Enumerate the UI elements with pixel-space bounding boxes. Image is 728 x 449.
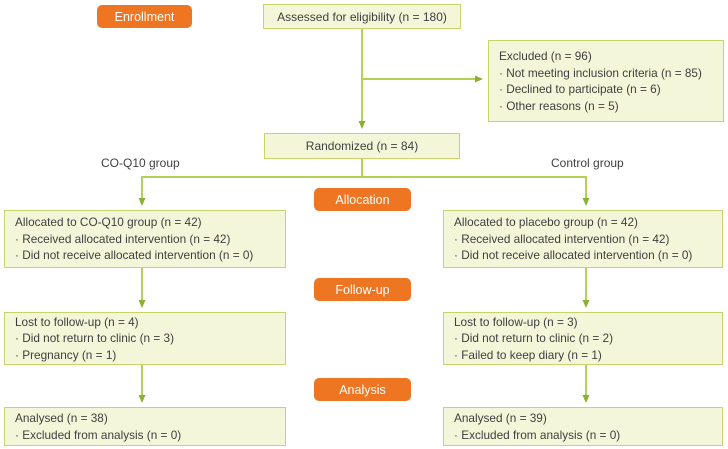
box-item: · Received allocated intervention (n = 4… — [15, 231, 231, 246]
box-item: · Other reasons (n = 5) — [499, 98, 619, 113]
box-title: Excluded (n = 96) — [499, 49, 592, 63]
box-title: Randomized (n = 84) — [305, 139, 419, 153]
allocation-badge: Allocation — [314, 188, 411, 211]
analysis-badge-label: Analysis — [339, 382, 386, 397]
enrollment-badge: Enrollment — [97, 5, 192, 28]
allocated-coq10-box: Allocated to CO-Q10 group (n = 42) · Rec… — [4, 210, 286, 268]
enrollment-badge-label: Enrollment — [114, 9, 175, 24]
box-item: · Declined to participate (n = 6) — [499, 82, 661, 96]
randomized-box: Randomized (n = 84) — [264, 133, 460, 159]
box-title: Lost to follow-up (n = 4) — [15, 314, 139, 329]
box-title: Allocated to CO-Q10 group (n = 42) — [15, 215, 202, 230]
analysis-badge: Analysis — [314, 378, 411, 401]
box-title: Lost to follow-up (n = 3) — [454, 314, 578, 329]
assessed-for-eligibility-box: Assessed for eligibility (n = 180) — [263, 4, 461, 29]
box-item: · Not meeting inclusion criteria (n = 85… — [499, 65, 702, 80]
box-item: · Did not receive allocated intervention… — [15, 248, 254, 263]
excluded-box: Excluded (n = 96) · Not meeting inclusio… — [488, 40, 724, 122]
box-item: · Excluded from analysis (n = 0) — [454, 427, 621, 442]
control-group-label: Control group — [551, 156, 624, 170]
box-title: Analysed (n = 39) — [454, 411, 547, 425]
box-item: · Did not return to clinic (n = 2) — [454, 331, 613, 346]
box-item: · Pregnancy (n = 1) — [15, 347, 117, 362]
box-title: Assessed for eligibility (n = 180) — [277, 9, 447, 24]
box-title: Analysed (n = 38) — [15, 411, 108, 425]
analysed-left-box: Analysed (n = 38) · Excluded from analys… — [4, 407, 286, 446]
lost-to-follow-up-left-box: Lost to follow-up (n = 4) · Did not retu… — [4, 312, 286, 365]
box-item: · Failed to keep diary (n = 1) — [454, 347, 602, 362]
allocation-badge-label: Allocation — [335, 192, 390, 207]
box-item: · Did not receive allocated intervention… — [454, 248, 693, 263]
box-item: · Did not return to clinic (n = 3) — [15, 331, 174, 346]
analysed-right-box: Analysed (n = 39) · Excluded from analys… — [443, 407, 723, 446]
box-title: Allocated to placebo group (n = 42) — [454, 215, 638, 230]
allocated-placebo-box: Allocated to placebo group (n = 42) · Re… — [443, 210, 723, 268]
follow-up-badge: Follow-up — [314, 278, 411, 301]
lost-to-follow-up-right-box: Lost to follow-up (n = 3) · Did not retu… — [443, 312, 723, 365]
box-item: · Excluded from analysis (n = 0) — [15, 427, 182, 442]
coq10-group-label: CO-Q10 group — [101, 156, 180, 170]
follow-up-badge-label: Follow-up — [335, 282, 390, 297]
box-item: · Received allocated intervention (n = 4… — [454, 231, 670, 246]
